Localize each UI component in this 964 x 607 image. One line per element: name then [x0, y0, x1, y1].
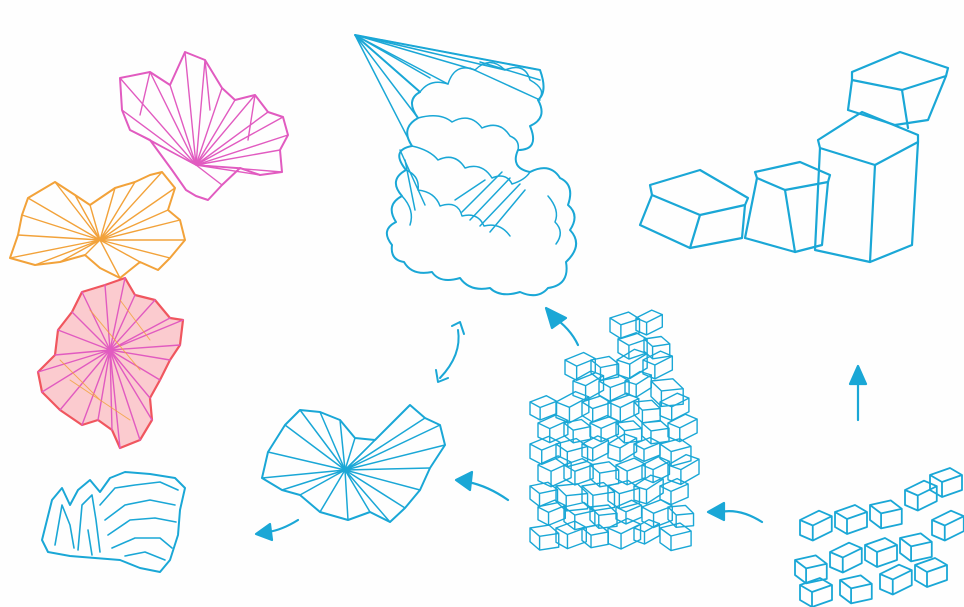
cube-outline: [660, 439, 691, 466]
cube-outline: [835, 505, 867, 534]
cube-outline: [610, 312, 640, 339]
cube-outline: [870, 500, 902, 528]
blue-cube-row: [640, 52, 948, 262]
cube-outline: [618, 333, 647, 359]
cube-outline: [564, 459, 593, 485]
cube-outline: [930, 468, 962, 497]
cube-outline: [608, 434, 637, 462]
blue-fan-tile-with-fractal-edge: [355, 35, 576, 295]
cube-outline: [900, 533, 932, 561]
cube-outline: [651, 379, 683, 407]
cube-outline: [905, 481, 937, 511]
cube-outline: [840, 575, 872, 603]
cube-outline: [530, 482, 558, 506]
blue-packed-cubes-small: [795, 468, 964, 607]
arrow-up-right: [850, 366, 866, 420]
cube-outline: [915, 558, 947, 587]
cube-outline: [634, 400, 660, 422]
cube-outline: [830, 543, 862, 573]
cube-outline: [538, 456, 571, 487]
blue-packed-cubes-tall: [530, 310, 699, 551]
cube-outline: [660, 393, 689, 420]
red-fan-tile: [38, 278, 183, 448]
cube-outline: [880, 565, 912, 595]
blue-fan-tile-middle: [262, 405, 445, 522]
arrow-packed-tall-to-fan: [456, 472, 508, 500]
cube-outline: [865, 538, 897, 567]
arrow-double-fractal-to-fan: [436, 322, 464, 382]
arrow-packed-to-fractal: [546, 308, 578, 345]
cube-outline: [556, 392, 589, 423]
orange-fan-tile: [10, 172, 185, 278]
blue-stretched-tile-bottom-left: [42, 472, 185, 572]
cube-outline: [932, 511, 964, 541]
arrow-fan-to-stretched: [256, 520, 298, 540]
cube-outline: [582, 396, 611, 422]
cube-outline: [800, 511, 832, 541]
cube-outline: [530, 525, 559, 550]
arrow-small-to-tall: [708, 503, 762, 522]
cube-outline: [616, 421, 642, 443]
